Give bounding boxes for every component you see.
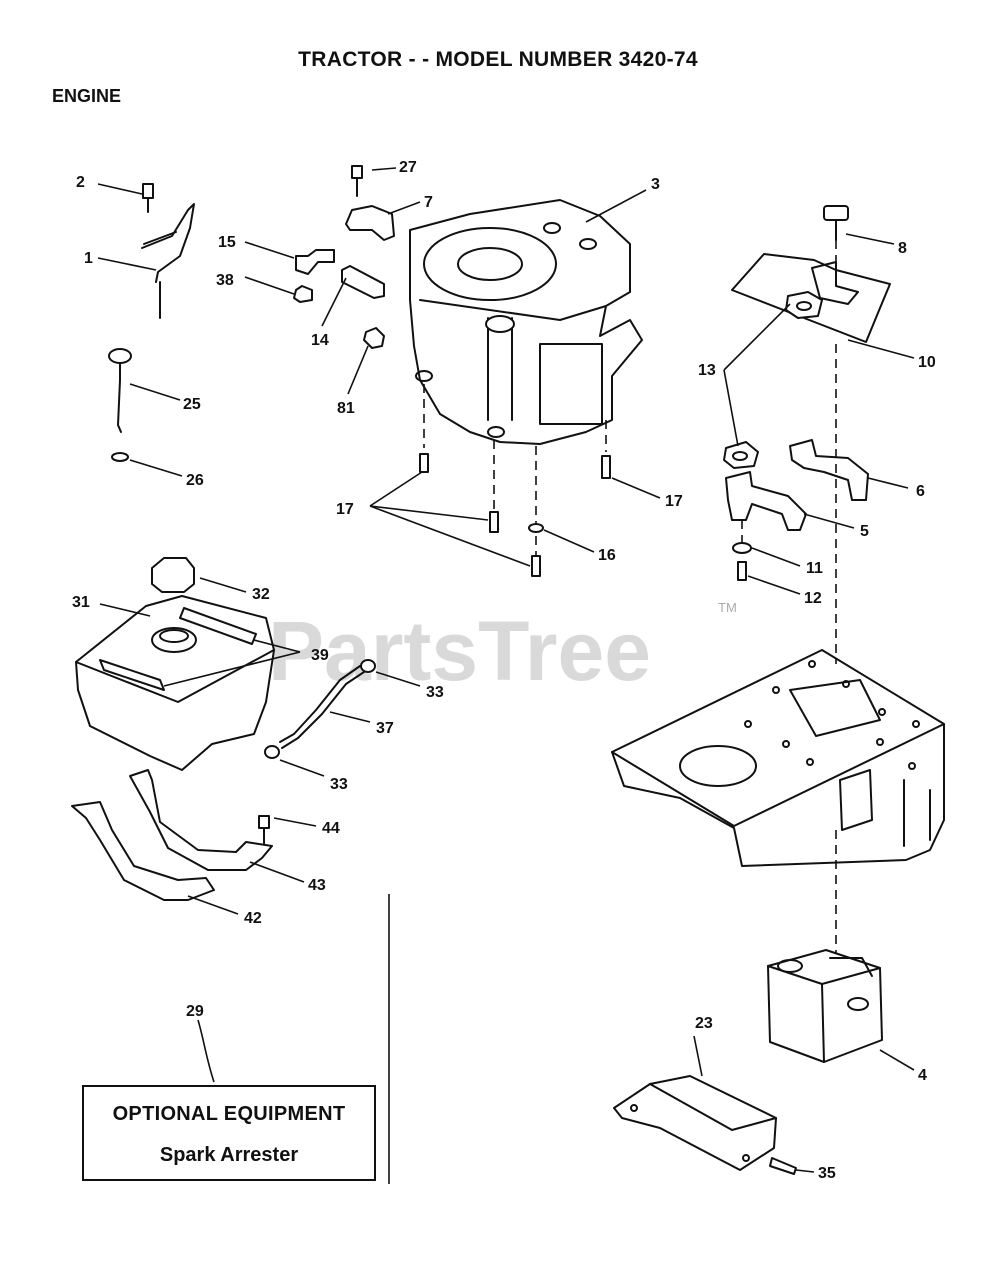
page-title: TRACTOR - - MODEL NUMBER 3420-74 — [298, 48, 698, 71]
label-14: 14 — [311, 332, 329, 349]
label-26: 26 — [186, 472, 204, 489]
choke-knob-part — [108, 348, 132, 462]
label-17-left: 17 — [336, 501, 354, 518]
tractor-frame-part — [611, 649, 945, 867]
label-8: 8 — [898, 240, 907, 257]
label-3: 3 — [651, 176, 660, 193]
label-25: 25 — [183, 396, 201, 413]
label-44: 44 — [322, 820, 340, 837]
optional-equipment-heading: OPTIONAL EQUIPMENT — [112, 1103, 346, 1125]
muffler-guard-part — [613, 1075, 797, 1175]
label-37: 37 — [376, 720, 394, 737]
label-39: 39 — [311, 647, 329, 664]
watermark-tm: TM — [718, 600, 737, 615]
label-42: 42 — [244, 910, 262, 927]
tank-straps-part — [71, 769, 273, 901]
fuel-tank-part — [75, 557, 275, 771]
part-labels: 2 1 25 26 15 38 14 81 27 7 3 8 10 13 6 5… — [72, 159, 936, 1182]
label-4: 4 — [918, 1067, 927, 1084]
label-31: 31 — [72, 594, 90, 611]
label-16: 16 — [598, 547, 616, 564]
label-12: 12 — [804, 590, 822, 607]
fuel-fitting-parts — [293, 249, 385, 349]
label-2: 2 — [76, 174, 85, 191]
mounting-bolts-parts — [419, 384, 611, 580]
label-35: 35 — [818, 1165, 836, 1182]
label-15: 15 — [218, 234, 236, 251]
label-33-lower: 33 — [330, 776, 348, 793]
label-13: 13 — [698, 362, 716, 379]
watermark-text: PartsTree — [268, 604, 651, 698]
spark-arrester-label: Spark Arrester — [159, 1144, 299, 1166]
label-17-right: 17 — [665, 493, 683, 510]
label-1: 1 — [84, 250, 93, 267]
label-6: 6 — [916, 483, 925, 500]
engine-part — [409, 199, 643, 445]
label-10: 10 — [918, 354, 936, 371]
fuel-line-part — [264, 659, 376, 759]
label-33-upper: 33 — [426, 684, 444, 701]
muffler-part — [767, 949, 883, 1063]
label-27: 27 — [399, 159, 417, 176]
label-11: 11 — [806, 560, 823, 577]
label-29: 29 — [186, 1003, 204, 1020]
label-7: 7 — [424, 194, 433, 211]
label-81: 81 — [337, 400, 355, 417]
optional-equipment-box: OPTIONAL EQUIPMENT Spark Arrester — [82, 1085, 376, 1181]
section-heading: ENGINE — [52, 86, 122, 106]
label-38: 38 — [216, 272, 234, 289]
label-23: 23 — [695, 1015, 713, 1032]
label-5: 5 — [860, 523, 869, 540]
throttle-control-part — [141, 183, 195, 319]
label-43: 43 — [308, 877, 326, 894]
exhaust-pipes-parts — [723, 291, 869, 581]
engine-bracket-part — [345, 165, 395, 241]
label-32: 32 — [252, 586, 270, 603]
heat-shield-part — [731, 205, 891, 343]
